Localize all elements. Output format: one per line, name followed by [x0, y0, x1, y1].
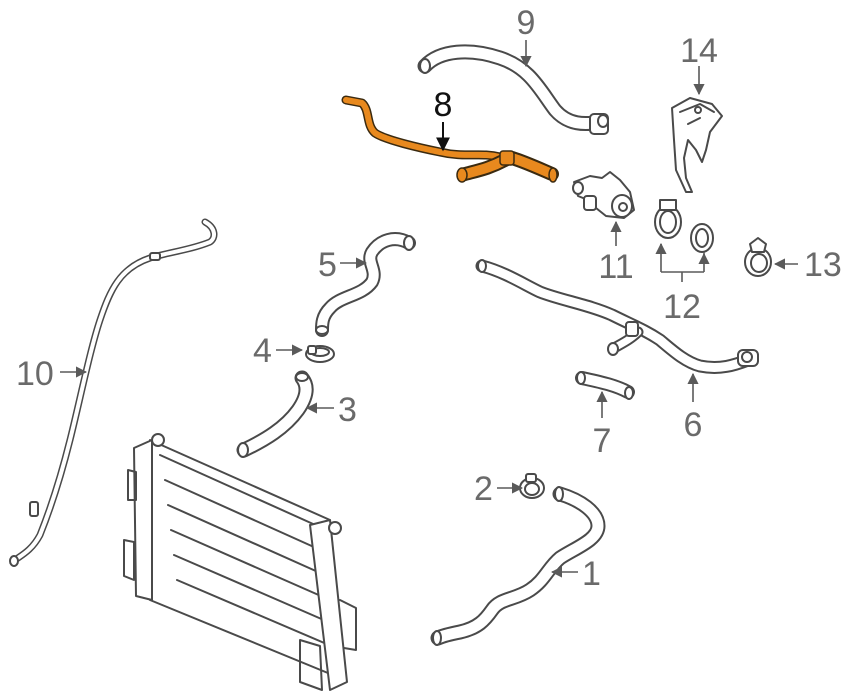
part-4-clamp: [305, 345, 335, 363]
part-5-hose: [315, 232, 416, 337]
callout-1: 1: [582, 555, 601, 593]
part-7-hose: [575, 371, 635, 400]
callout-6: 6: [684, 406, 703, 444]
part-6-hose: [475, 259, 759, 374]
callout-5: 5: [318, 246, 337, 284]
callout-12: 12: [663, 288, 701, 326]
callout-7: 7: [593, 422, 612, 460]
part-11-valve: [572, 171, 635, 219]
part-8-heater-hose-highlighted: [341, 95, 559, 183]
callout-labels: 9 8 14 11 12 13 5 4 3 10 6 7 2 1: [16, 4, 842, 593]
callout-11: 11: [598, 248, 633, 286]
part-12-clamp-and-seal: [654, 199, 714, 253]
callout-9: 9: [517, 4, 536, 42]
part-13-clamp: [744, 237, 772, 277]
radiator: [123, 433, 357, 691]
part-3-hose: [236, 370, 314, 458]
callout-3: 3: [338, 391, 357, 429]
callout-10: 10: [16, 355, 54, 393]
part-2-clamp: [519, 473, 545, 499]
callout-13: 13: [804, 246, 842, 284]
part-9-heater-hose: [417, 44, 609, 135]
callout-2: 2: [474, 470, 493, 508]
leader-lines: [60, 40, 798, 578]
callout-4: 4: [253, 332, 272, 370]
part-14-bracket: [671, 97, 723, 193]
part-1-lower-hose: [430, 486, 606, 646]
part-10-overflow-hose: [9, 218, 218, 567]
callout-8: 8: [434, 86, 453, 124]
callout-14: 14: [680, 32, 718, 70]
